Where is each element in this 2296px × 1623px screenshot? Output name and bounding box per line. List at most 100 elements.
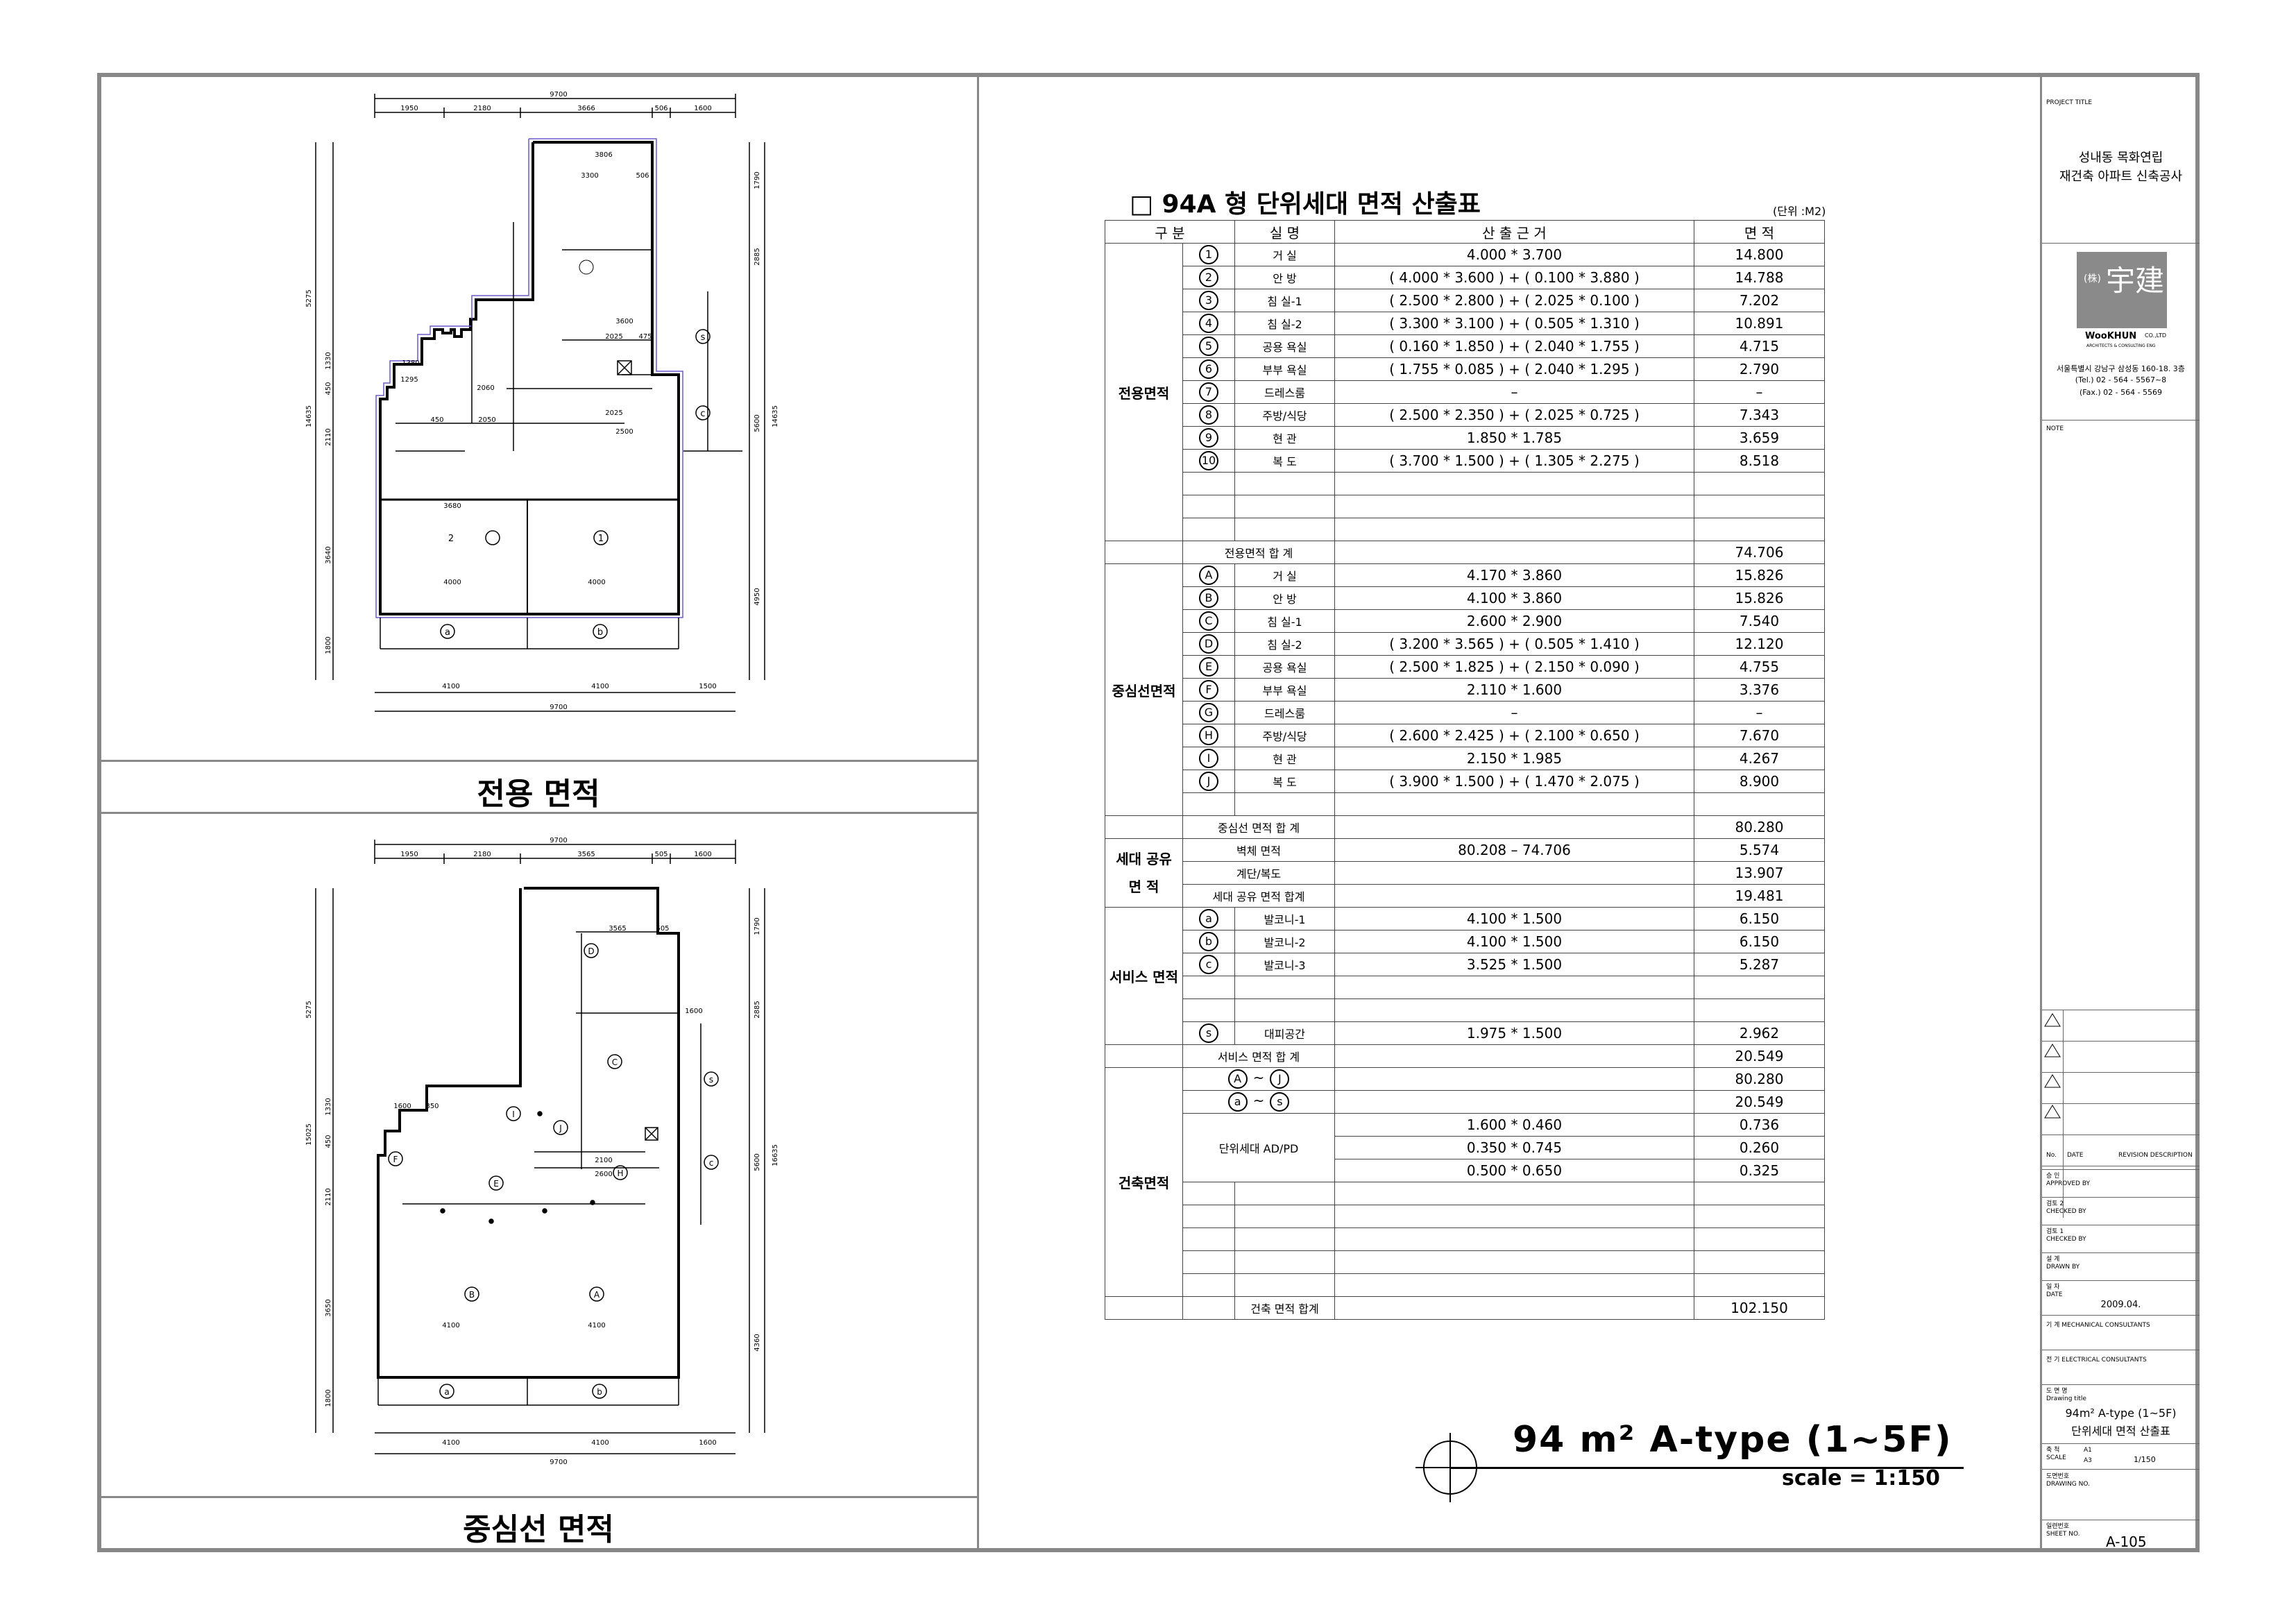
room-name: 공용 욕실	[1234, 655, 1335, 679]
section-total-value: 102.150	[1694, 1296, 1825, 1320]
logo-suffix: CO.,LTD	[2145, 332, 2167, 339]
table-unit: (단위 :M2)	[1773, 205, 1826, 218]
section-total-value: 19.481	[1694, 884, 1825, 908]
title-block-drawing-title-2: 단위세대 면적 산출표	[2071, 1425, 2170, 1438]
blank-cell	[1105, 1044, 1183, 1068]
area-value: 4.755	[1694, 655, 1825, 679]
section-total-row: 전용면적 합 계 74.706	[1105, 541, 1825, 564]
table-row-blank	[1105, 999, 1825, 1022]
calc-basis: 4.000 * 3.700	[1334, 243, 1694, 266]
rev-date: DATE	[2067, 1152, 2084, 1159]
plan-bottom-room-mark: A	[594, 1290, 600, 1300]
room-mark-icon: 3	[1199, 291, 1218, 310]
room-mark-icon: J	[1270, 1069, 1290, 1089]
room-name: 발코니-1	[1234, 907, 1335, 931]
table-row-blank	[1105, 1205, 1825, 1228]
calc-basis	[1334, 861, 1694, 885]
room-mark-icon: 5	[1199, 337, 1218, 356]
blank-cell	[1694, 792, 1825, 816]
date-label: 일 자 DATE	[2046, 1284, 2063, 1298]
title-underline	[1450, 1467, 1964, 1469]
plan-top-dim: 1790	[754, 171, 761, 189]
company-tel: (Tel.) 02 - 564 - 5567~8	[2075, 375, 2167, 384]
blank-cell	[1182, 495, 1235, 518]
plan-top-dim: 1950	[400, 105, 418, 112]
area-value: 14.788	[1694, 266, 1825, 289]
blank-cell	[1334, 1250, 1694, 1274]
room-name: 현 관	[1234, 747, 1335, 770]
mark-cell: C	[1182, 609, 1235, 633]
plan-top-dim: 4000	[588, 579, 605, 586]
mark-cell: 7	[1182, 380, 1235, 404]
plan-bottom-room-mark: B	[469, 1290, 475, 1300]
divider-caption-bottom	[97, 812, 978, 814]
blank-cell	[1334, 815, 1694, 839]
plan-bottom-dim: 3565	[609, 925, 626, 933]
plan-bottom-dim: 350	[425, 1103, 439, 1110]
calc-basis: 1.600 * 0.460	[1334, 1113, 1694, 1137]
plan-top-dim: 3666	[577, 105, 595, 112]
section-total-value: 74.706	[1694, 541, 1825, 564]
area-value: 6.150	[1694, 907, 1825, 931]
blank-cell	[1234, 1227, 1335, 1251]
mark-cell: 9	[1182, 426, 1235, 450]
calc-basis: 1.975 * 1.500	[1334, 1021, 1694, 1045]
divider-bottom-caption	[97, 1496, 978, 1498]
room-mark-icon: 10	[1199, 451, 1218, 470]
section-label: 서비스 면적	[1105, 907, 1183, 1045]
plan-bottom-dim: 505	[656, 925, 669, 933]
plan-bottom-dim: 1600	[694, 851, 711, 858]
room-name: 벽체 면적	[1182, 838, 1335, 862]
plan-bottom-dim: 4100	[442, 1322, 459, 1329]
room-name: 발코니-3	[1234, 953, 1335, 976]
plan-top-dim: 14635	[305, 405, 313, 427]
blank-cell	[1334, 1227, 1694, 1251]
plan-bottom-dim: 3650	[325, 1299, 332, 1316]
blank-cell	[1334, 1044, 1694, 1068]
area-value: 12.120	[1694, 632, 1825, 656]
section-label: 건축면적	[1105, 1067, 1183, 1297]
plan-top-overall-width: 9700	[550, 91, 567, 99]
blank-cell	[1234, 792, 1335, 816]
calc-basis: 4.100 * 3.860	[1334, 586, 1694, 610]
area-value: 20.549	[1694, 1090, 1825, 1114]
calc-basis: ( 0.160 * 1.850 ) + ( 2.040 * 1.755 )	[1334, 334, 1694, 358]
caption-exclusive-area: 전용 면적	[477, 776, 600, 812]
header-basis: 산 출 근 거	[1334, 220, 1694, 244]
mark-cell: F	[1182, 678, 1235, 702]
room-mark-icon: 1	[1199, 245, 1218, 264]
section-total-label: 전용면적 합 계	[1182, 541, 1335, 564]
plan-top-dim: 1380	[402, 359, 419, 367]
room-name: 드레스룸	[1234, 380, 1335, 404]
calc-basis: 4.100 * 1.500	[1334, 907, 1694, 931]
blank-cell	[1182, 792, 1235, 816]
mark-cell: 6	[1182, 357, 1235, 381]
drawing-scale: scale = 1:150	[1782, 1466, 1941, 1490]
room-mark-icon: A	[1199, 566, 1218, 585]
blank-cell	[1334, 541, 1694, 564]
plan-bottom-dim: 1600	[699, 1439, 716, 1447]
plan-top-dim: 1330	[325, 352, 332, 369]
sheet-no-label: 일련번호 SHEET NO.	[2046, 1523, 2080, 1538]
plan-top-dim: 4950	[754, 588, 761, 605]
room-mark-icon: s	[1199, 1023, 1218, 1043]
plan-top-dim: 3300	[581, 172, 598, 180]
blank-cell	[1182, 1205, 1235, 1228]
mark-cell: H	[1182, 724, 1235, 747]
blank-cell	[1105, 1296, 1183, 1320]
calc-basis: 2.110 * 1.600	[1334, 678, 1694, 702]
area-value: 8.518	[1694, 449, 1825, 473]
tilde: ~	[1252, 1069, 1265, 1086]
plan-top-dim: 475	[638, 333, 652, 341]
plan-top-dim: 450	[325, 382, 332, 395]
company-address: 서울특별시 강남구 삼성동 160-18. 3층	[2057, 364, 2185, 373]
